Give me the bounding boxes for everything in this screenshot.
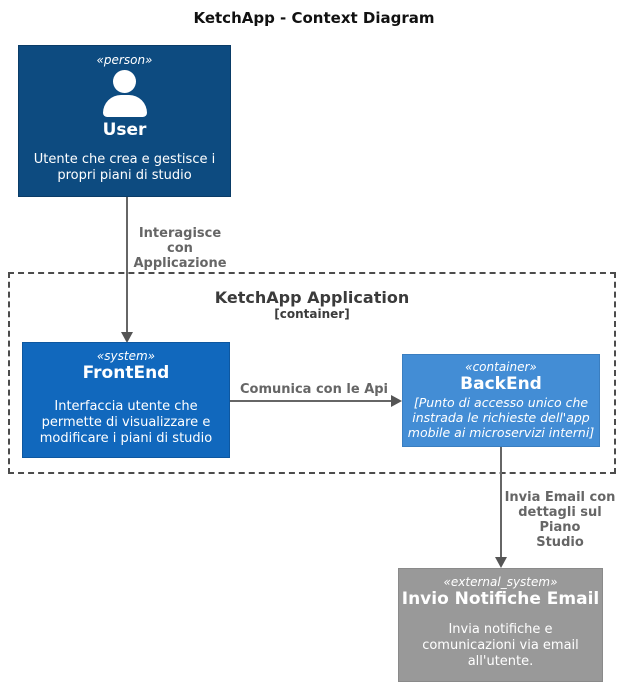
- person-icon-head: [113, 70, 136, 93]
- node-frontend-name: FrontEnd: [82, 363, 170, 383]
- node-user-name: User: [102, 120, 147, 140]
- node-user-description: Utente che crea e gestisce i propri pian…: [33, 152, 216, 183]
- node-backend-description: [Punto di accesso unico che instrada le …: [407, 395, 595, 440]
- relation-backend-email-line: [500, 447, 502, 558]
- arrowhead-down-icon: [121, 332, 133, 343]
- node-user: «person» User Utente che crea e gestisce…: [18, 45, 231, 197]
- relation-frontend-backend-line: [230, 400, 392, 402]
- node-frontend-description: Interfaccia utente che permette di visua…: [39, 399, 213, 446]
- relation-backend-email-label: Invia Email con dettagli sul Piano Studi…: [504, 490, 616, 550]
- relation-user-frontend-line: [126, 197, 128, 333]
- person-icon-body: [102, 95, 147, 117]
- relation-frontend-backend-label: Comunica con le Api: [239, 382, 389, 397]
- node-backend-name: BackEnd: [460, 374, 542, 394]
- node-email-name: Invio Notifiche Email: [401, 589, 600, 609]
- boundary-sublabel: [container]: [274, 307, 350, 321]
- node-frontend: «system» FrontEnd Interfaccia utente che…: [22, 342, 230, 458]
- node-user-stereotype: «person»: [96, 53, 153, 67]
- arrowhead-down-icon: [495, 557, 507, 568]
- diagram-title: KetchApp - Context Diagram: [193, 9, 435, 27]
- person-icon: [102, 70, 148, 118]
- relation-user-frontend-label: Interagisce con Applicazione: [133, 226, 227, 271]
- boundary-ketchapp-application: KetchApp Application [container]: [8, 272, 616, 474]
- node-frontend-stereotype: «system»: [96, 349, 156, 363]
- node-email-stereotype: «external_system»: [443, 575, 558, 589]
- node-backend-stereotype: «container»: [465, 360, 537, 374]
- arrowhead-right-icon: [391, 395, 402, 407]
- boundary-label: KetchApp Application: [214, 288, 410, 307]
- node-email-system: «external_system» Invio Notifiche Email …: [398, 568, 603, 682]
- node-email-description: Invia notifiche e comunicazioni via emai…: [422, 622, 579, 669]
- node-backend: «container» BackEnd [Punto di accesso un…: [402, 354, 600, 447]
